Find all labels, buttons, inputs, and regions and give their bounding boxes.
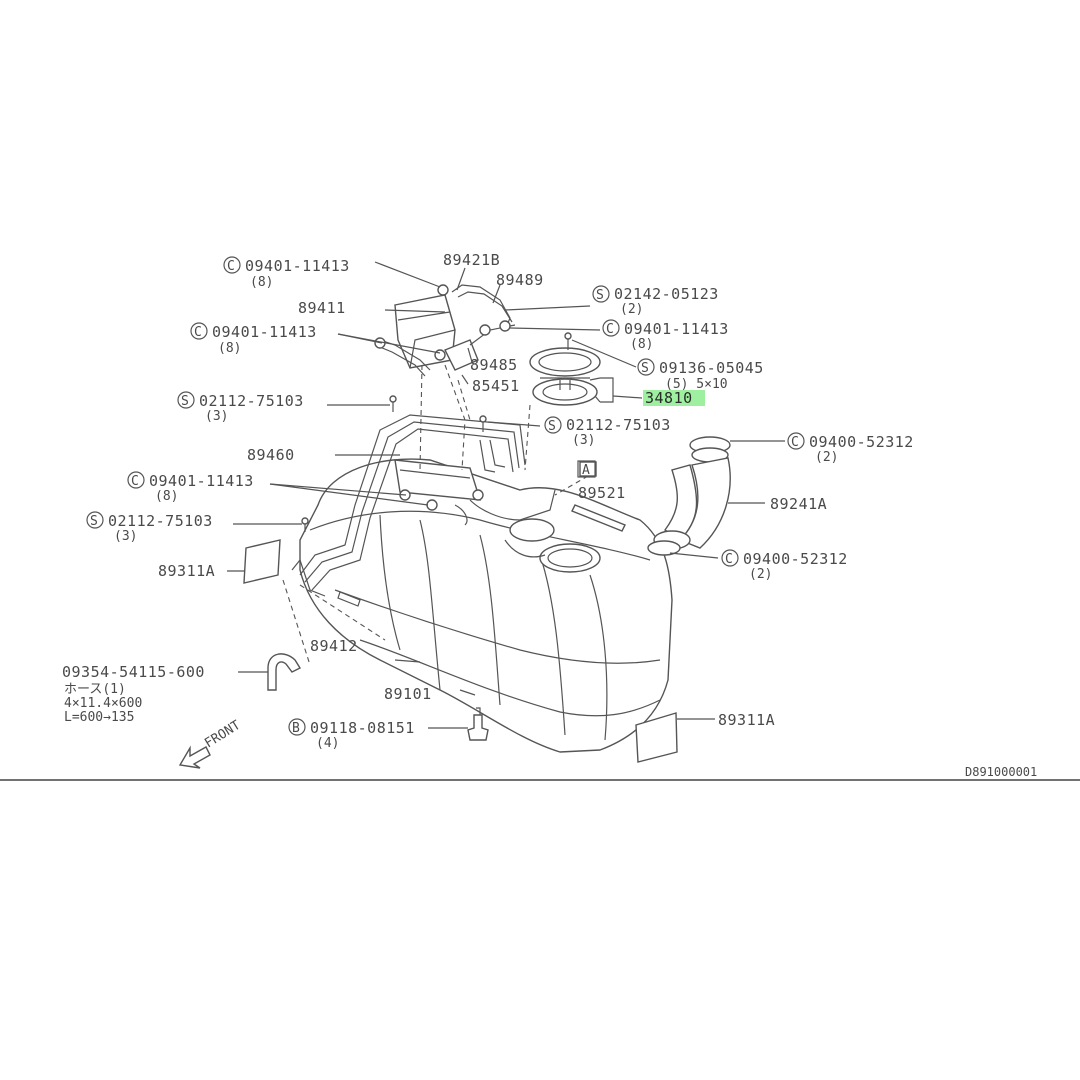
callout-letter: A [582,463,590,478]
leader-lines [227,261,785,729]
label-prefix: C [194,325,202,340]
label-prefix: C [791,435,799,450]
fuel-tank [299,458,673,753]
diagram-code: D891000001 [965,765,1037,779]
part-code: 89101 [384,685,432,703]
highlight-box [643,390,705,406]
pads-and-parts [243,461,678,763]
part-code: 09401-11413 [212,323,317,341]
part-qty: (5) 5×10 [665,377,728,392]
label-prefix: C [131,474,139,489]
label-prefix: S [181,394,189,409]
part-qty: (4) [316,736,339,751]
label-prefix: B [292,721,300,736]
part-code: 89241A [770,495,827,513]
part-code: 02112-75103 [108,512,213,530]
part-code: 89411 [298,299,346,317]
part-qty: (8) [155,489,178,504]
hose-dims: 4×11.4×600 [64,696,142,711]
part-code: 09401-11413 [245,257,350,275]
fuel-sender-unit [529,332,601,406]
hose-length: L=600→135 [64,710,134,725]
part-code: 09118-08151 [310,719,415,737]
part-qty: (8) [630,337,653,352]
part-code: 09400-52312 [743,550,848,568]
part-qty: (2) [620,302,643,317]
part-code: 09400-52312 [809,433,914,451]
part-code: 09136-05045 [659,359,764,377]
clamps-and-screws [301,395,487,532]
part-code: 09401-11413 [149,472,254,490]
part-qty: (2) [815,450,838,465]
label-prefix: S [548,419,556,434]
part-qty: (8) [218,341,241,356]
part-code: 89412 [310,637,358,655]
part-code: 02142-05123 [614,285,719,303]
part-code: 09401-11413 [624,320,729,338]
part-qty: (8) [250,275,273,290]
part-code: 89485 [470,356,518,374]
hose-desc: ホース(1) [64,682,126,697]
label-prefix: C [725,552,733,567]
label-prefix: S [596,288,604,303]
part-qty: (3) [205,409,228,424]
label-prefix: S [90,514,98,529]
part-code: 89421B [443,251,500,269]
part-code: 85451 [472,377,520,395]
label-prefix: S [641,361,649,376]
filler-hose [647,436,731,556]
part-code: 09354-54115-600 [62,663,205,681]
part-code: 02112-75103 [199,392,304,410]
dashed-guides [282,364,531,666]
part-qty: (2) [749,567,772,582]
label-prefix: C [606,322,614,337]
part-qty: (3) [572,433,595,448]
part-code: 02112-75103 [566,416,671,434]
evap-canister [374,284,516,377]
part-code-highlighted: 34810 [645,389,693,407]
front-label: FRONT [202,718,243,752]
part-code: 89311A [718,711,775,729]
front-arrow [178,745,211,769]
part-code: 89489 [496,271,544,289]
part-code: 89311A [158,562,215,580]
part-labels: C 09401-11413 (8) 89421B 89489 S 02142-0… [62,251,1037,779]
part-code: 89521 [578,484,626,502]
part-qty: (3) [114,529,137,544]
part-code: 89460 [247,446,295,464]
label-prefix: C [227,259,235,274]
